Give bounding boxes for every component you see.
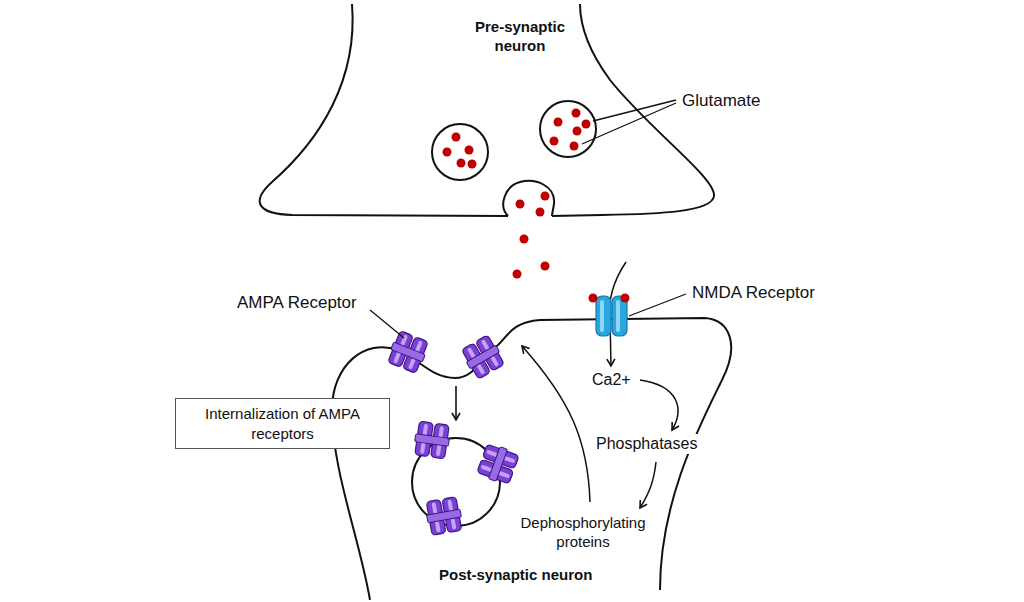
- cascade-arrow: [640, 462, 656, 508]
- glutamate-dots: [443, 109, 591, 279]
- leader-line: [370, 310, 404, 338]
- text-label: Glutamate: [680, 90, 762, 111]
- ampa-receptor: [476, 442, 520, 486]
- leader-line: [582, 100, 676, 144]
- ampa-receptor: [386, 330, 430, 374]
- text-label: Phosphatases: [594, 434, 699, 454]
- text-label: AMPA Receptor: [235, 292, 359, 313]
- synaptic-vesicle: [540, 101, 596, 157]
- internalization-arrow: [455, 386, 457, 420]
- feedback-arrow: [522, 346, 590, 502]
- text-label: NMDA Receptor: [690, 282, 817, 303]
- ampa-receptor: [424, 496, 463, 535]
- box-text: Internalization of AMPA receptors: [184, 404, 381, 443]
- ampa-receptor: [413, 421, 451, 459]
- calcium-flow-arrow: [610, 262, 626, 366]
- text-label: Ca2+: [590, 370, 633, 390]
- process-box: Internalization of AMPA receptors: [175, 398, 390, 449]
- ampa-receptor: [460, 334, 506, 380]
- text-label: Pre-synaptic neuron: [466, 18, 574, 56]
- cascade-arrow: [640, 380, 678, 430]
- postsynaptic-membrane: [332, 318, 731, 600]
- leader-line: [629, 294, 686, 316]
- text-label: Post-synaptic neuron: [437, 566, 594, 585]
- text-label: Dephosphorylating proteins: [508, 514, 658, 552]
- synaptic-vesicle: [432, 124, 488, 180]
- fusing-vesicle: [503, 181, 554, 216]
- nmda-receptor: [589, 294, 630, 337]
